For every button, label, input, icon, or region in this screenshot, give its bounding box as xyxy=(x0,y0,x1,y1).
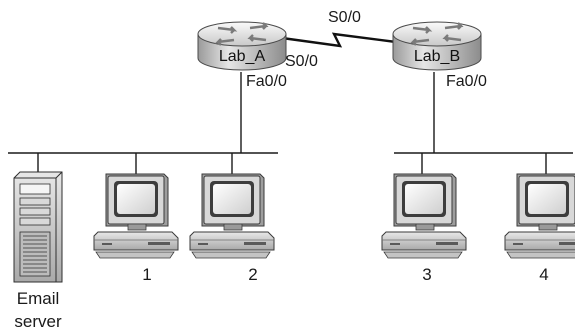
server-label-line2: server xyxy=(14,312,62,331)
computer-icon xyxy=(381,173,467,259)
lab-b-fast-label: Fa0/0 xyxy=(446,73,487,90)
pc-3-label: 3 xyxy=(422,265,431,284)
pc-1-label: 1 xyxy=(142,265,151,284)
server-icon xyxy=(13,171,63,283)
email-server xyxy=(13,171,63,283)
computer-icon xyxy=(504,173,575,259)
pc-2-label: 2 xyxy=(248,265,257,284)
computer-icon xyxy=(189,173,275,259)
router-lab-b: Lab_B xyxy=(391,20,483,72)
router-lab-a-label: Lab_A xyxy=(219,48,266,65)
pc-4-label: 4 xyxy=(539,265,548,284)
server-label-line1: Email xyxy=(17,289,60,308)
computer-icon xyxy=(93,173,179,259)
serial-link xyxy=(281,32,397,48)
pc-3 xyxy=(381,173,467,259)
lab-b-serial-label: S0/0 xyxy=(328,9,361,26)
pc-1 xyxy=(93,173,179,259)
pc-4 xyxy=(504,173,575,259)
lab-a-serial-label: S0/0 xyxy=(285,53,318,70)
lab-a-fast-label: Fa0/0 xyxy=(246,73,287,90)
router-lab-a: Lab_A xyxy=(196,20,288,72)
pc-2 xyxy=(189,173,275,259)
router-lab-b-label: Lab_B xyxy=(414,48,460,65)
